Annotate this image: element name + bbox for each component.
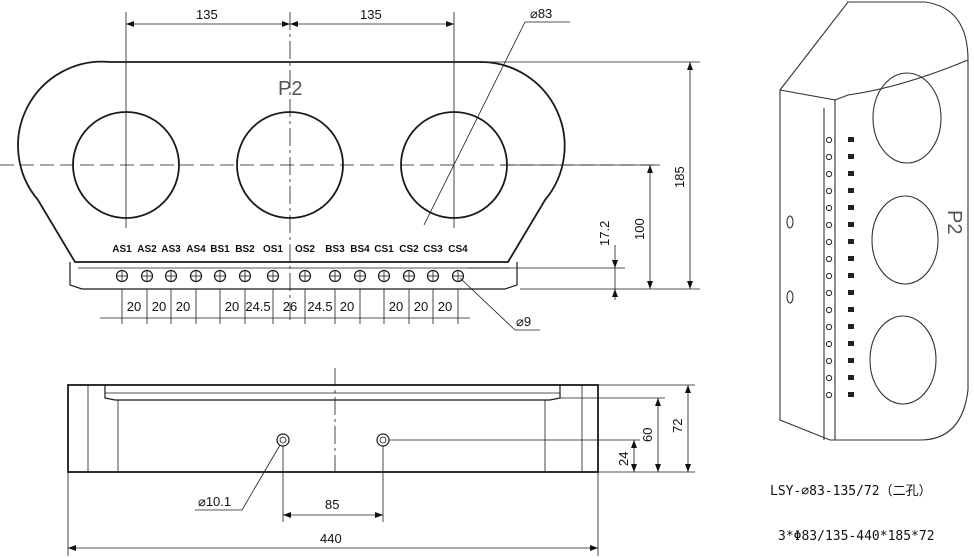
- dim-base-offset: 17.2: [597, 221, 612, 246]
- dim-pitch-right: 135: [360, 7, 382, 22]
- model-caption: LSY-⌀83-135/72（二孔）: [770, 484, 932, 499]
- iso-terminal-mark: [848, 171, 854, 176]
- top-view: 135 135 ⌀83 P2 185 100 17.2 ⌀9 AS1 AS2 AS3…: [0, 6, 700, 331]
- dim-total-height: 72: [670, 419, 685, 433]
- iso-terminal: [825, 204, 833, 212]
- dim-hole-diameter: ⌀83: [530, 6, 552, 21]
- isometric-view: P2: [779, 1, 969, 441]
- spacing-label: 20: [225, 299, 239, 314]
- terminal-row: AS1 AS2 AS3 AS4 BS1 BS2 OS1 OS2 BS3 BS4 CS1 CS2 CS3 C…: [112, 244, 468, 324]
- iso-terminal: [825, 238, 833, 246]
- terminal-label: AS3: [161, 244, 181, 255]
- terminal-label: CS1: [374, 244, 394, 255]
- iso-terminal-mark: [848, 137, 854, 142]
- spacing-label: 26: [283, 299, 297, 314]
- spacing-label: 20: [414, 299, 428, 314]
- dim-pitch-left: 135: [196, 7, 218, 22]
- terminal-label: CS3: [423, 244, 443, 255]
- dim-mount-diameter: ⌀10.1: [198, 494, 231, 509]
- terminal-label: BS1: [210, 244, 230, 255]
- spacing-label: 20: [152, 299, 166, 314]
- iso-terminal-mark: [848, 188, 854, 193]
- iso-terminal: [825, 272, 833, 280]
- iso-terminal-column: [825, 136, 854, 399]
- iso-terminal-mark: [848, 154, 854, 159]
- iso-terminal: [825, 153, 833, 161]
- iso-terminal-mark: [848, 222, 854, 227]
- mount-hole-left: [276, 433, 290, 447]
- spacing-label: 20: [176, 299, 190, 314]
- iso-terminal: [825, 221, 833, 229]
- iso-terminal: [825, 374, 833, 382]
- iso-part-label: P2: [943, 210, 965, 234]
- body-outline: [17, 60, 566, 263]
- terminal-label: OS1: [263, 244, 283, 255]
- iso-terminal-mark: [848, 273, 854, 278]
- spacing-label: 24.5: [245, 299, 270, 314]
- iso-terminal: [825, 323, 833, 331]
- iso-terminal: [825, 289, 833, 297]
- spacing-label: 20: [438, 299, 452, 314]
- dim-terminal-diameter: ⌀9: [516, 314, 531, 329]
- iso-terminal: [825, 187, 833, 195]
- mount-hole-right: [376, 433, 390, 447]
- part-label: P2: [278, 78, 302, 100]
- dim-mount-spacing: 85: [325, 497, 339, 512]
- iso-terminal: [825, 340, 833, 348]
- terminal-spacing-row: 20 20 20 20 24.5 26 24.5 20 20 20 20: [127, 299, 452, 314]
- iso-terminal-mark: [848, 375, 854, 380]
- terminal-label: BS4: [350, 244, 370, 255]
- dim-terminal-height: 100: [632, 218, 647, 240]
- dim-height: 185: [672, 166, 687, 188]
- terminal-label: BS2: [235, 244, 255, 255]
- terminal-label: CS2: [399, 244, 419, 255]
- iso-terminal-mark: [848, 392, 854, 397]
- spacing-label: 20: [389, 299, 403, 314]
- terminal-label: AS4: [186, 244, 206, 255]
- iso-terminal-mark: [848, 307, 854, 312]
- terminal-label: OS2: [295, 244, 315, 255]
- iso-terminal: [825, 170, 833, 178]
- iso-terminal: [825, 306, 833, 314]
- terminal-label: BS3: [325, 244, 345, 255]
- terminal-label: AS1: [112, 244, 132, 255]
- dim-length: 440: [320, 531, 342, 546]
- iso-terminal-mark: [848, 290, 854, 295]
- spacing-label: 20: [340, 299, 354, 314]
- dim-hole-offset: 24: [616, 452, 631, 466]
- iso-terminal-mark: [848, 358, 854, 363]
- iso-terminal: [825, 357, 833, 365]
- iso-terminal-mark: [848, 205, 854, 210]
- spacing-label: 24.5: [307, 299, 332, 314]
- iso-terminal-mark: [848, 239, 854, 244]
- iso-terminal-mark: [848, 324, 854, 329]
- terminal-strip: [69, 262, 518, 290]
- spacing-label: 20: [127, 299, 141, 314]
- side-body: [67, 384, 599, 473]
- iso-terminal: [825, 255, 833, 263]
- side-view: 72 60 24 ⌀10.1 85 440: [67, 368, 695, 556]
- iso-terminal-mark: [848, 341, 854, 346]
- spec-caption: 3*Φ83/135-440*185*72: [778, 529, 935, 544]
- iso-terminal: [825, 136, 833, 144]
- terminal-label: AS2: [137, 244, 157, 255]
- terminal-label: CS4: [448, 244, 468, 255]
- iso-terminal: [825, 391, 833, 399]
- iso-terminal-mark: [848, 256, 854, 261]
- dim-hole-height: 60: [640, 428, 655, 442]
- iso-body: [779, 1, 969, 441]
